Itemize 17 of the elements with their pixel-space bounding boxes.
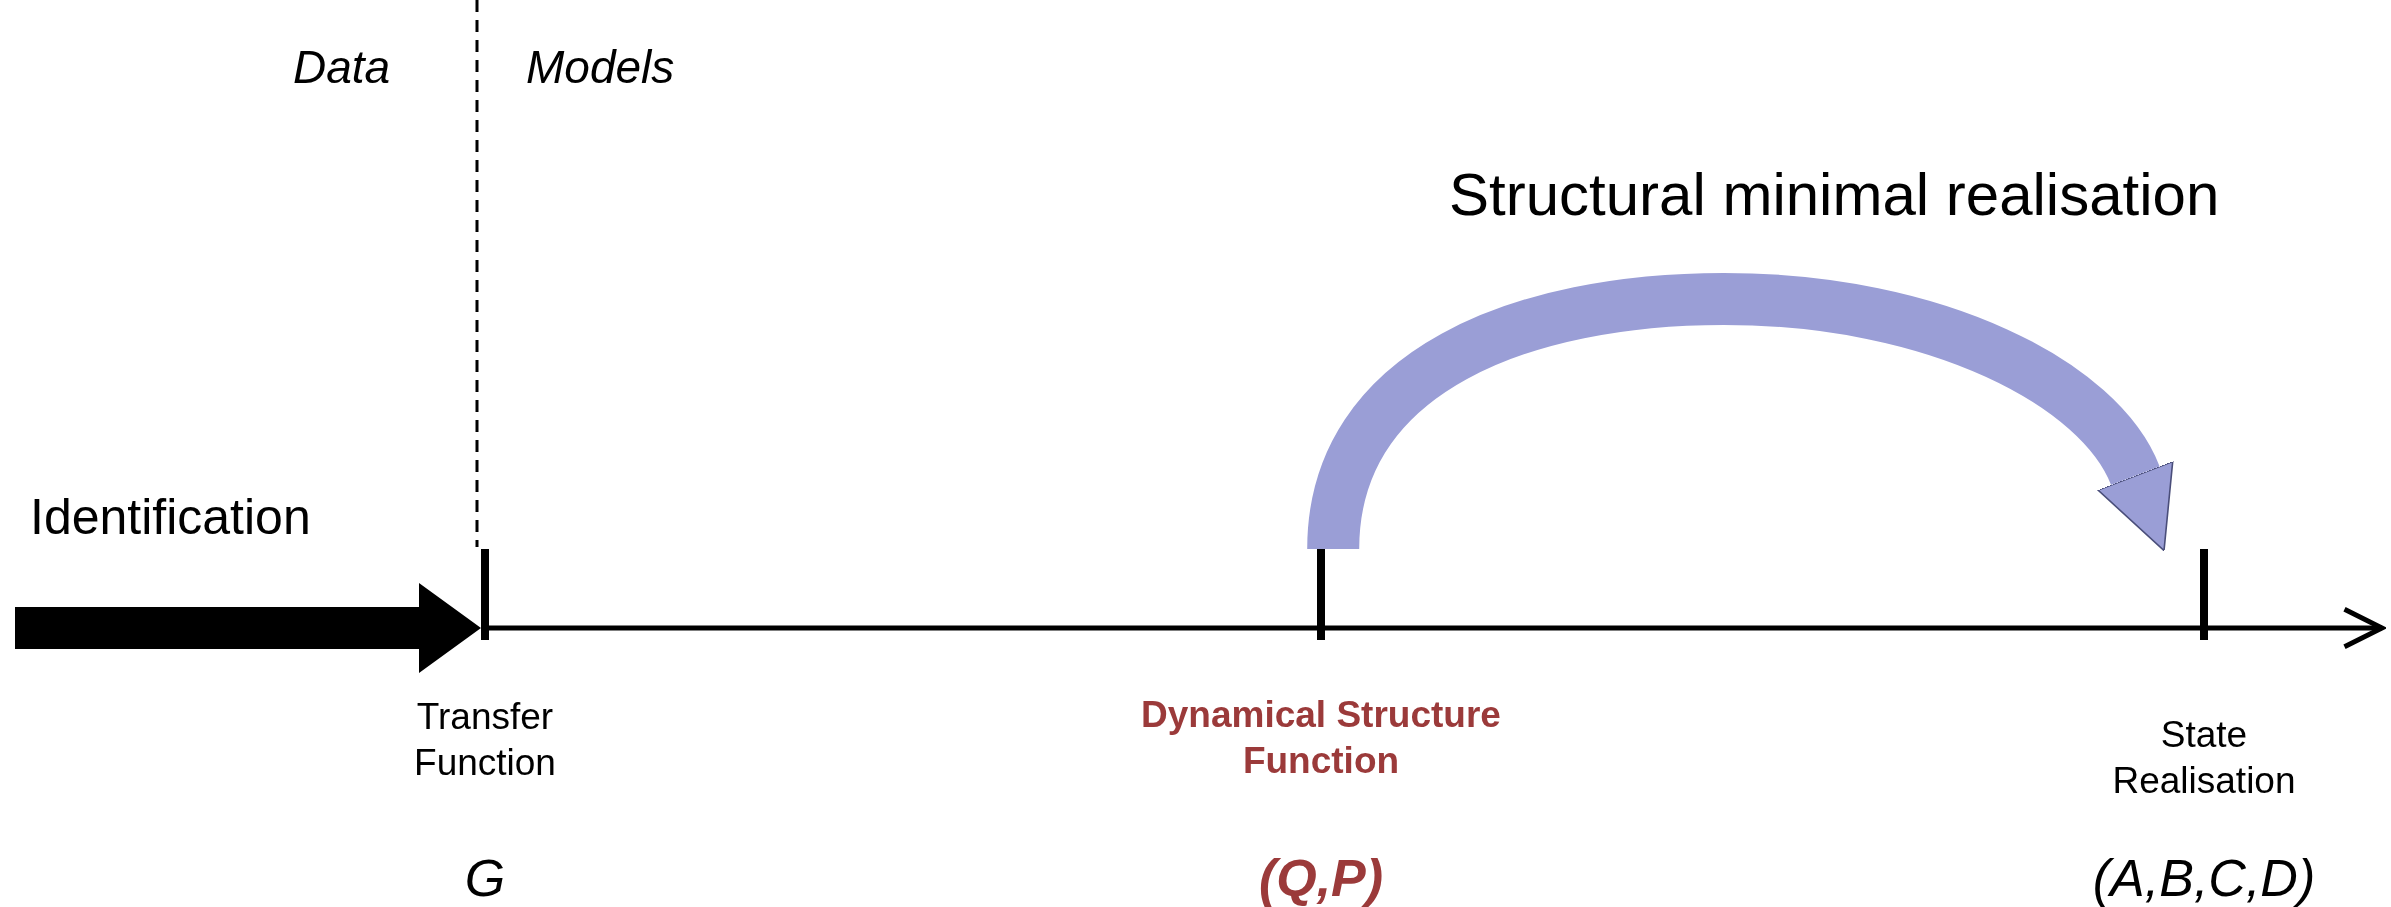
node-caption: State Realisation	[2111, 713, 2297, 804]
block-arrow	[15, 583, 481, 673]
math-label: (A,B,C,D)	[2091, 848, 2317, 907]
tick-mark	[481, 549, 489, 640]
edge-label: Structural minimal realisation	[1449, 160, 2220, 229]
node-caption: Dynamical Structure Function	[1140, 693, 1502, 784]
axis-line	[489, 625, 1317, 631]
node-caption: Transfer Function	[413, 695, 557, 786]
tick-mark	[2200, 549, 2208, 640]
section-label: Data	[293, 40, 391, 94]
edge-label: Identification	[30, 488, 311, 546]
tick-mark	[1317, 549, 1325, 640]
math-label: G	[463, 848, 507, 907]
math-label: (Q,P)	[1257, 848, 1385, 907]
axis-line	[1325, 625, 2200, 631]
axis-arrow	[2208, 606, 2385, 650]
section-label: Models	[526, 40, 675, 94]
